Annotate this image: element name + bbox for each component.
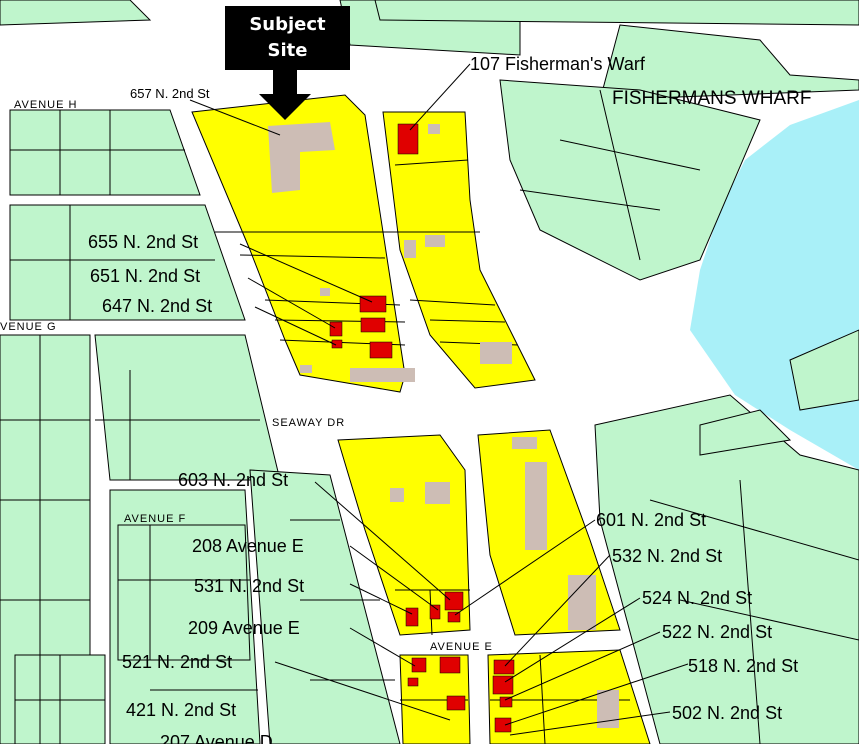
address-label-603: 603 N. 2nd St — [178, 470, 288, 490]
street-label-avenue-f: AVENUE F — [124, 513, 186, 525]
parcel-left-1 — [9, 109, 201, 196]
building-532 — [493, 659, 515, 675]
building-502 — [494, 717, 512, 733]
parcel-left-2 — [9, 204, 246, 321]
building — [425, 235, 445, 247]
building-651 — [360, 317, 386, 333]
building-107 — [397, 123, 419, 155]
building-647 — [329, 321, 343, 337]
building-209 — [411, 657, 427, 673]
building — [439, 656, 461, 674]
parcel-right-1 — [499, 79, 761, 281]
parcel-left-7 — [117, 524, 251, 661]
address-label-522: 522 N. 2nd St — [662, 622, 772, 642]
address-label-655: 655 N. 2nd St — [88, 232, 198, 252]
street-label-avenue-e: AVENUE E — [430, 641, 493, 653]
building-531 — [429, 604, 441, 620]
parcel-right-2 — [594, 394, 859, 744]
building — [320, 288, 330, 296]
address-label-207: 207 Avenue D — [160, 732, 273, 744]
street-label-fishermans-wharf: FISHERMANS WHARF — [612, 88, 812, 109]
parcel-left-4 — [94, 334, 281, 481]
parcel-left-3 — [0, 334, 91, 744]
address-label-208: 208 Avenue E — [192, 536, 304, 556]
parcel-mid-left — [249, 469, 401, 744]
address-label-421: 421 N. 2nd St — [126, 700, 236, 720]
callout-line-2: Site — [267, 40, 308, 61]
building-522 — [499, 696, 513, 708]
building — [390, 488, 404, 502]
address-label-531: 531 N. 2nd St — [194, 576, 304, 596]
building — [404, 240, 416, 258]
parcel-right-3 — [699, 409, 792, 456]
building — [331, 339, 343, 349]
building — [447, 611, 461, 623]
building — [525, 462, 547, 550]
address-label-657: 657 N. 2nd St — [130, 86, 210, 101]
address-label-651: 651 N. 2nd St — [90, 266, 200, 286]
block-subject — [191, 94, 406, 393]
building — [405, 607, 419, 627]
address-label-518: 518 N. 2nd St — [688, 656, 798, 676]
subject-site-callout: Subject Site — [225, 6, 350, 70]
parcel-right-4 — [789, 329, 859, 411]
building — [369, 341, 393, 359]
building-208 — [444, 591, 464, 611]
buildings-other — [268, 122, 619, 728]
building-subject-site — [268, 122, 335, 193]
building — [407, 677, 419, 687]
callout-arrow-shaft — [273, 70, 297, 96]
building — [512, 437, 537, 449]
leader-lines — [189, 63, 689, 736]
address-label-209: 209 Avenue E — [188, 618, 300, 638]
building — [446, 695, 466, 711]
street-label-avenue-g: VENUE G — [0, 321, 57, 333]
parcel-lines — [0, 89, 859, 744]
building — [300, 365, 312, 373]
building — [425, 482, 450, 504]
street-label-avenue-h: AVENUE H — [14, 99, 77, 111]
address-label-647: 647 N. 2nd St — [102, 296, 212, 316]
parcel-top-strip-2 — [374, 0, 859, 26]
parcel-top-strip — [0, 0, 152, 26]
address-labels: 657 N. 2nd St 107 Fisherman's Warf 655 N… — [88, 54, 798, 744]
callout-line-1: Subject — [249, 14, 326, 35]
building — [350, 368, 415, 382]
address-label-524: 524 N. 2nd St — [642, 588, 752, 608]
buildings-highlighted — [329, 123, 515, 733]
address-label-532: 532 N. 2nd St — [612, 546, 722, 566]
address-label-107: 107 Fisherman's Warf — [470, 54, 646, 74]
building — [597, 690, 619, 728]
building — [480, 342, 512, 364]
address-label-502: 502 N. 2nd St — [672, 703, 782, 723]
street-label-seaway-dr: SEAWAY DR — [272, 417, 345, 429]
address-label-601: 601 N. 2nd St — [596, 510, 706, 530]
down-arrow-icon — [259, 94, 311, 120]
block-107 — [382, 111, 536, 389]
street-labels: AVENUE H VENUE G AVENUE F AVENUE E SEAWA… — [0, 88, 812, 653]
address-label-521: 521 N. 2nd St — [122, 652, 232, 672]
building — [428, 124, 440, 134]
building — [568, 575, 596, 630]
